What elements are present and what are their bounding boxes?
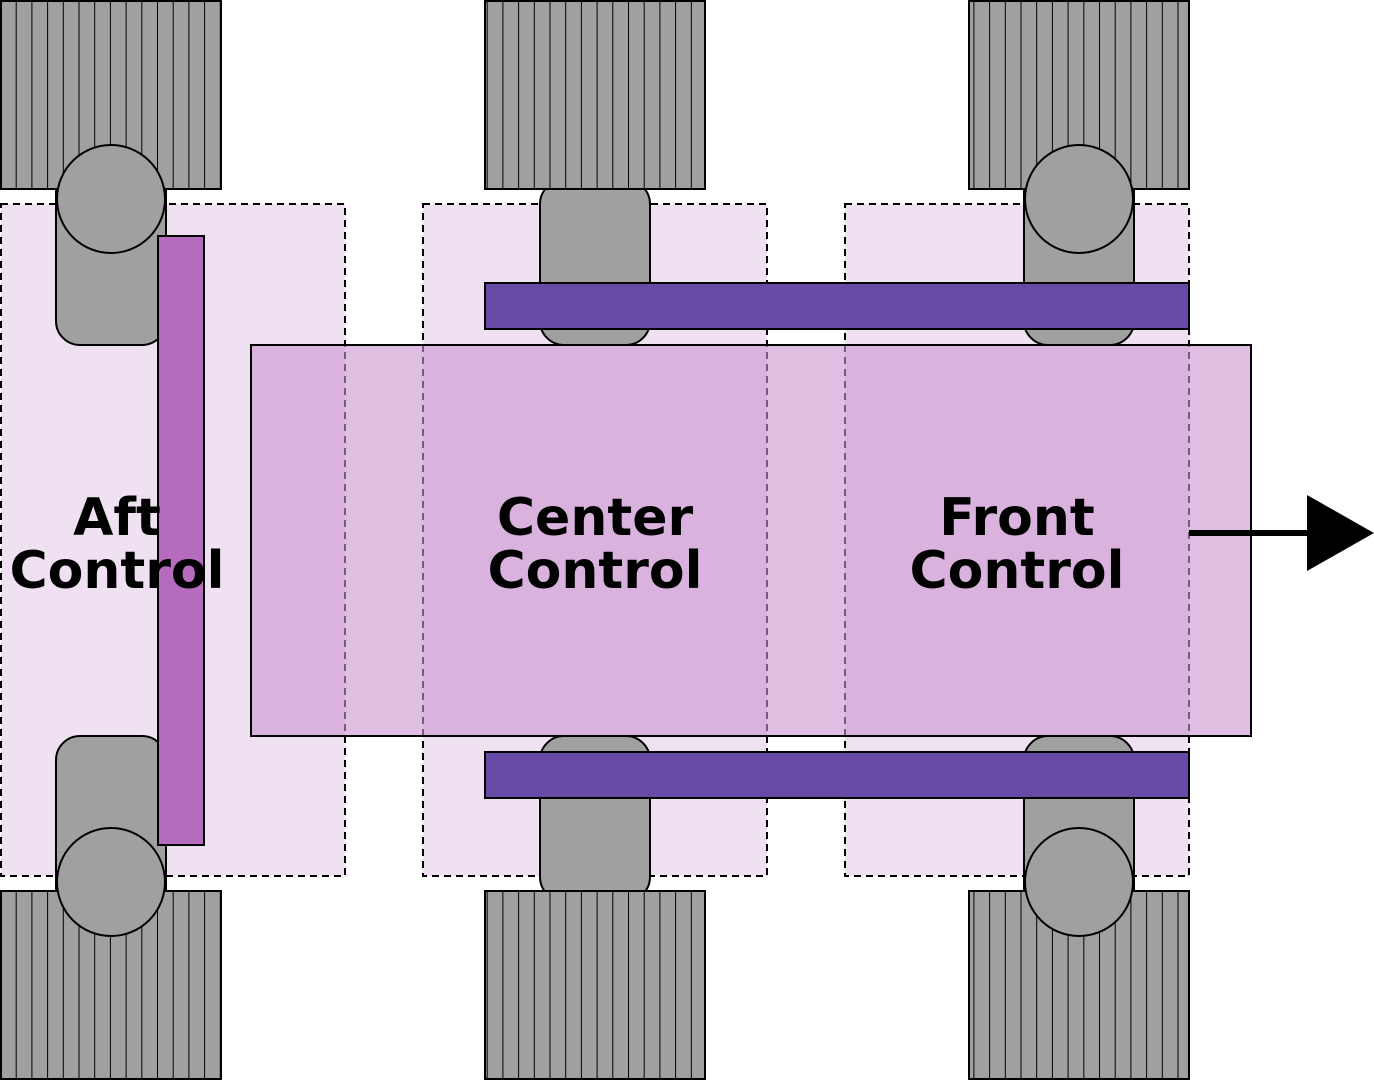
aft-top-pivot bbox=[56, 144, 166, 254]
front-control-label-line2: Control bbox=[910, 541, 1125, 601]
front-bottom-pivot bbox=[1024, 827, 1134, 937]
tire-icon bbox=[484, 890, 706, 1080]
center-control-label: Center bbox=[497, 488, 694, 548]
tire-icon bbox=[484, 0, 706, 190]
aft-bottom-pivot bbox=[56, 827, 166, 937]
bottom-rail bbox=[484, 751, 1190, 799]
aft-control-label: Aft bbox=[73, 488, 161, 548]
center-control-label-line2: Control bbox=[488, 541, 703, 601]
arrow-right-icon bbox=[1189, 495, 1374, 571]
aft-steering-bar bbox=[157, 235, 205, 846]
front-control-label: Front bbox=[939, 488, 1094, 548]
rover-body bbox=[250, 344, 1252, 737]
aft-control-label-line2: Control bbox=[10, 541, 225, 601]
top-rail bbox=[484, 282, 1190, 330]
front-top-pivot bbox=[1024, 144, 1134, 254]
